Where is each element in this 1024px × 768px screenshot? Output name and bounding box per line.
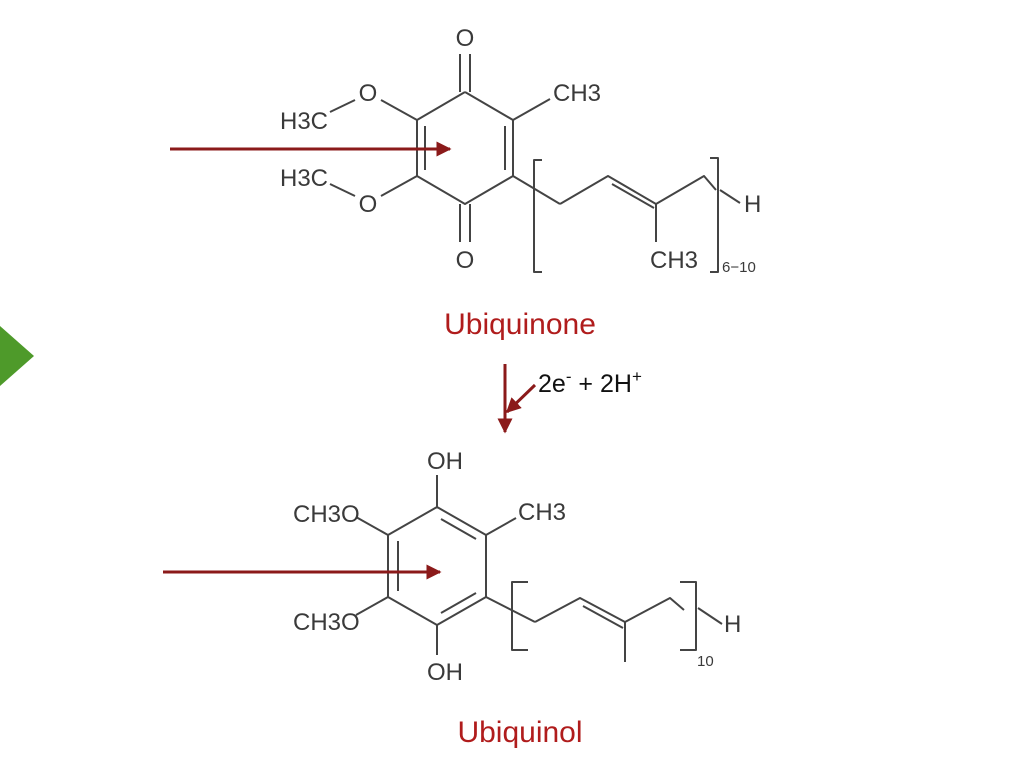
repeat-bracket-right-10: [680, 581, 697, 651]
oxygen-bottom-label: O: [456, 247, 475, 274]
oxygen-top-label: O: [456, 25, 475, 52]
chain-methyl-label: CH3: [650, 247, 698, 274]
isoprene-chain-10: [534, 597, 685, 623]
triangle-play-icon[interactable]: [0, 326, 34, 386]
methyl-group-1: H3C: [280, 108, 328, 135]
repeat-count-label: 6−10: [722, 259, 756, 276]
repeat-count-label-10: 10: [697, 653, 714, 670]
methoxy-group-1: CH3O: [293, 501, 360, 528]
repeat-bracket-left: [533, 159, 542, 273]
methoxy-oxygen-1: O: [359, 80, 378, 107]
methoxy-oxygen-2: O: [359, 191, 378, 218]
repeat-bracket-left-10: [511, 581, 528, 651]
hydroxyl-bottom-label: OH: [427, 659, 463, 686]
ring-methyl-label-10: CH3: [518, 499, 566, 526]
hydroxyl-top-label: OH: [427, 448, 463, 475]
ring-methyl-label: CH3: [553, 80, 601, 107]
ubiquinone-name: Ubiquinone: [444, 308, 596, 341]
terminal-hydrogen-label: H: [744, 191, 761, 218]
repeat-bracket-right: [710, 157, 719, 273]
methyl-group-2: H3C: [280, 165, 328, 192]
terminal-hydrogen-label-10: H: [724, 611, 741, 638]
ubiquinol-name: Ubiquinol: [457, 716, 582, 749]
reagent-arrow: [505, 383, 537, 414]
ubiquinol-structure: OH OH CH3O CH3O CH3 H 10: [293, 448, 741, 686]
benzene-ring: [387, 506, 487, 626]
ubiquinone-structure: O O O H3C O H3C CH3 CH3 H 6−10: [280, 25, 761, 276]
reagent-label: 2e- + 2H+: [538, 367, 642, 398]
methoxy-group-2: CH3O: [293, 609, 360, 636]
